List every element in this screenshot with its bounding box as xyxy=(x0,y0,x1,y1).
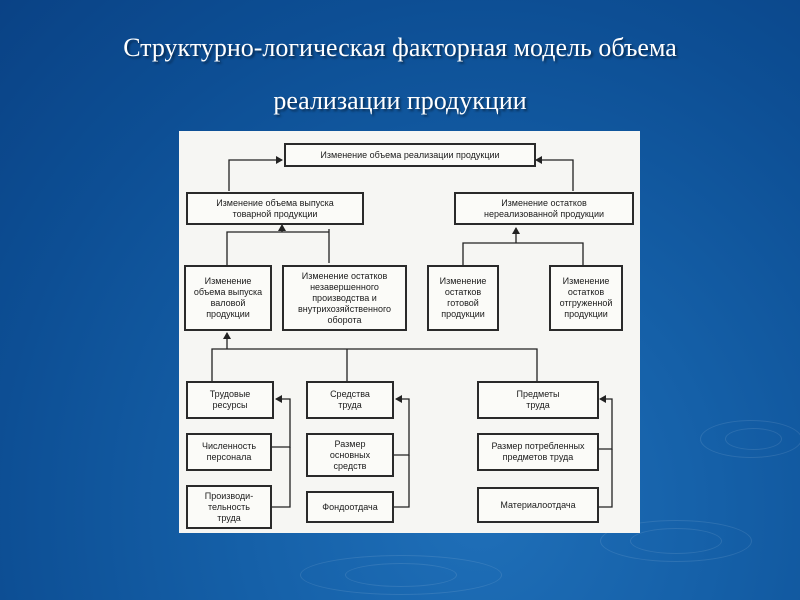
slide-title-line-1: Структурно-логическая факторная модель о… xyxy=(123,33,677,62)
box-shipped-goods-change: Изменение остатков отгруженной продукции xyxy=(549,265,623,331)
box-capital-productivity: Фондоотдача xyxy=(306,491,394,523)
factor-model-diagram: Изменение объема реализации продукции Из… xyxy=(179,131,640,533)
box-objects-of-labor: Предметы труда xyxy=(477,381,599,419)
box-wip-balances-change: Изменение остатков незавершенного произв… xyxy=(282,265,407,331)
box-materials-consumed: Размер потребленных предметов труда xyxy=(477,433,599,471)
box-finished-goods-change: Изменение остатков готовой продукции xyxy=(427,265,499,331)
slide-title-line-2: реализации продукции xyxy=(273,86,527,115)
box-sales-volume-change: Изменение объема реализации продукции xyxy=(284,143,536,167)
box-gross-output-change: Изменение объема выпуска валовой продукц… xyxy=(184,265,272,331)
box-labor-resources: Трудовые ресурсы xyxy=(186,381,274,419)
box-unsold-balances-change: Изменение остатков нереализованной проду… xyxy=(454,192,634,225)
box-means-of-labor: Средства труда xyxy=(306,381,394,419)
box-marketable-output-change: Изменение объема выпуска товарной продук… xyxy=(186,192,364,225)
connector-lines xyxy=(211,156,613,508)
box-labor-productivity: Производи- тельность труда xyxy=(186,485,272,529)
box-headcount: Численность персонала xyxy=(186,433,272,471)
box-material-productivity: Материалоотдача xyxy=(477,487,599,523)
box-fixed-assets-size: Размер основных средств xyxy=(306,433,394,477)
